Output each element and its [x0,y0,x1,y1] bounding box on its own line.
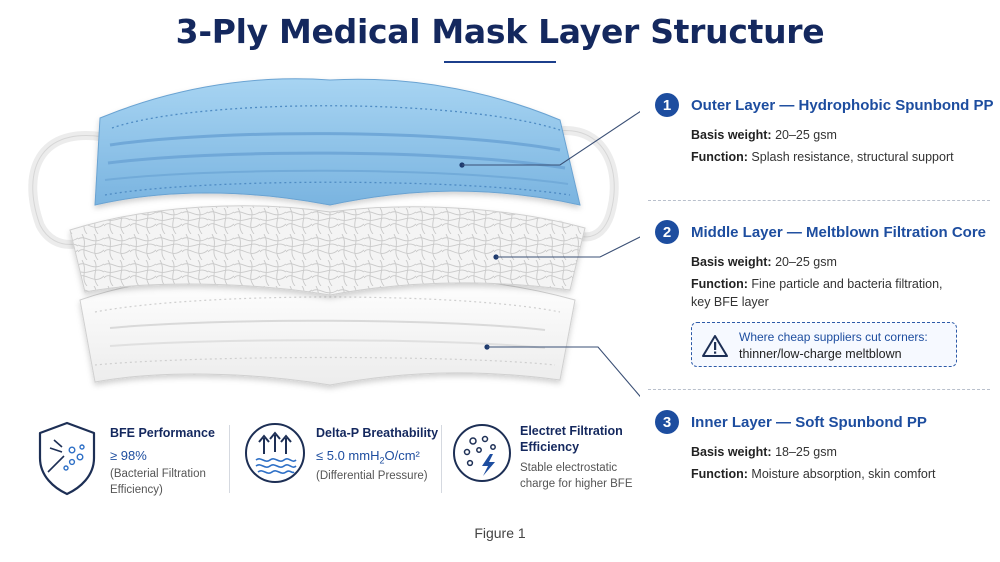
leader-line-3 [487,346,640,398]
layer-1-title: Outer Layer — Hydrophobic Spunbond PP [691,96,994,114]
layer-3-title: Inner Layer — Soft Spunbond PP [691,413,927,431]
metric-delta-p-value-prefix: ≤ 5.0 mmH [316,448,380,463]
layer-1-weight: Basis weight: 20–25 gsm [691,126,990,144]
metric-delta-p-title: Delta-P Breathability [316,426,439,440]
metric-bfe-value: ≥ 98% [110,448,147,463]
metric-separator [441,425,442,493]
metric-electret-note-1: Stable electrostatic [520,462,618,474]
layer-3-function-value: Moisture absorption, skin comfort [751,467,936,481]
layer-1-description: 1 Outer Layer — Hydrophobic Spunbond PP … [655,93,994,166]
layer-1-number-badge: 1 [655,93,679,117]
layer-divider [648,200,990,201]
metric-electret-note-2: charge for higher BFE [520,478,633,490]
layer-1-weight-value: 20–25 gsm [775,128,837,142]
title-underline [444,61,556,63]
metric-bfe-title: BFE Performance [110,426,215,440]
metric-bfe-note-1: (Bacterial Filtration [110,468,206,480]
metric-delta-p: Delta-P Breathability ≤ 5.0 mmH2O/cm² (D… [244,420,438,500]
leader-line-1 [462,111,640,166]
mask-illustration [28,78,640,398]
electret-charge-icon [453,424,511,482]
metric-delta-p-value-suffix: O/cm² [384,448,420,463]
layer-3-number-badge: 3 [655,410,679,434]
layer-2-function-label: Function: [691,277,748,291]
layer-3-weight: Basis weight: 18–25 gsm [691,443,990,461]
layer-1-function-label: Function: [691,150,748,164]
airflow-waves-icon [245,423,305,483]
metric-delta-p-value-subscript: 2 [379,455,385,466]
layer-3-description: 3 Inner Layer — Soft Spunbond PP Basis w… [655,410,990,483]
figure-caption: Figure 1 [474,525,526,541]
metric-separator [229,425,230,493]
layer-2-title: Middle Layer — Meltblown Filtration Core [691,223,987,241]
layer-divider [648,389,990,390]
layer-2-description: 2 Middle Layer — Meltblown Filtration Co… [655,220,990,311]
layer-2-function-cont: key BFE layer [691,295,769,309]
layer-2-number-badge: 2 [655,220,679,244]
metric-electret: Electret Filtration Efficiency Stable el… [452,420,642,500]
warning-callout: Where cheap suppliers cut corners: thinn… [691,322,957,367]
outer-layer-sheet [94,78,581,206]
warning-line-2: thinner/low-charge meltblown [739,347,902,361]
layer-2-function-value: Fine particle and bacteria filtration, [751,277,943,291]
warning-line-1: Where cheap suppliers cut corners: [739,330,928,344]
metric-bfe-note-2: Efficiency) [110,484,163,496]
layer-2-weight-value: 20–25 gsm [775,255,837,269]
layer-2-weight-label: Basis weight: [691,255,772,269]
layer-3-function: Function: Moisture absorption, skin comf… [691,465,990,483]
warning-triangle-icon [702,335,728,357]
layer-3-weight-value: 18–25 gsm [775,445,837,459]
layer-3-function-label: Function: [691,467,748,481]
metric-delta-p-value: ≤ 5.0 mmH2O/cm² [316,448,420,466]
page-title: 3-Ply Medical Mask Layer Structure [175,12,825,51]
layer-1-function-value: Splash resistance, structural support [751,150,954,164]
layer-2-function: Function: Fine particle and bacteria fil… [691,275,990,293]
layer-2-weight: Basis weight: 20–25 gsm [691,253,990,271]
layer-3-weight-label: Basis weight: [691,445,772,459]
leader-line-2 [496,236,640,258]
layer-1-weight-label: Basis weight: [691,128,772,142]
shield-bacteria-icon [38,421,96,496]
metric-bfe: BFE Performance ≥ 98% (Bacterial Filtrat… [36,420,226,500]
middle-layer-sheet [69,205,586,296]
metric-electret-title-2: Efficiency [520,440,580,454]
layer-1-function: Function: Splash resistance, structural … [691,148,990,166]
metric-delta-p-note: (Differential Pressure) [316,470,428,482]
metric-electret-title-1: Electret Filtration [520,424,623,438]
inner-layer-sheet [79,275,576,386]
